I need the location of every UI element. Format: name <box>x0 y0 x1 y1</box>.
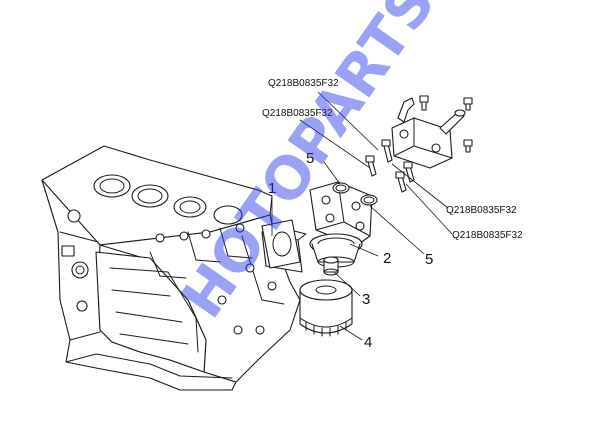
o-ring-upper <box>332 182 350 194</box>
bolt-1 <box>365 155 377 177</box>
leader-lines <box>271 91 453 341</box>
callout-2: 2 <box>383 250 391 267</box>
part-code-1: Q218B0835F32 <box>268 78 339 89</box>
oil-filter-part <box>299 279 353 337</box>
callout-3: 3 <box>362 291 370 308</box>
o-ring-lower <box>360 194 378 206</box>
callout-1: 1 <box>268 180 276 197</box>
nipple-part <box>323 256 339 276</box>
gasket-part <box>261 219 301 269</box>
bolt-4 <box>403 161 415 183</box>
oil-cooler-part <box>391 97 466 169</box>
bolt-2 <box>381 139 393 163</box>
callout-4: 4 <box>364 334 372 351</box>
part-code-3: Q218B0835F32 <box>446 205 517 216</box>
filter-bracket-part <box>309 181 373 268</box>
part-code-2: Q218B0835F32 <box>262 108 333 119</box>
bolt-7 <box>463 139 473 153</box>
bolt-6 <box>463 97 473 111</box>
bolt-3 <box>395 171 407 193</box>
callout-5-lower: 5 <box>425 251 433 268</box>
bolt-5 <box>419 95 429 111</box>
callout-5-upper: 5 <box>306 150 314 167</box>
part-code-4: Q218B0835F32 <box>452 230 523 241</box>
